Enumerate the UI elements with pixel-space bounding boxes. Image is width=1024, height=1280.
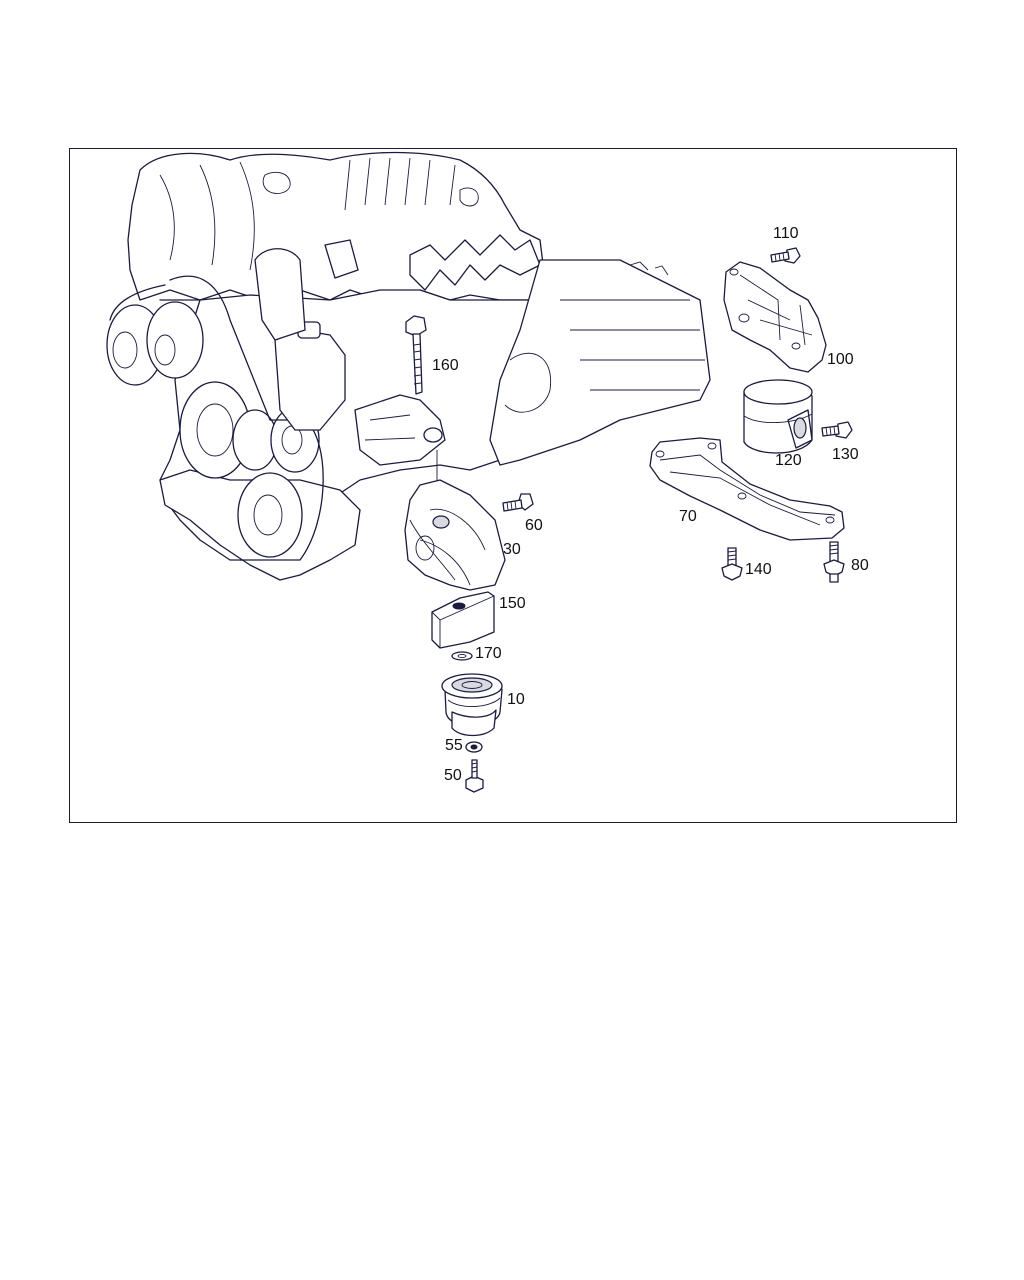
callout-120[interactable]: 120 (775, 452, 802, 469)
callout-170[interactable]: 170 (475, 645, 502, 662)
callout-80[interactable]: 80 (851, 557, 869, 574)
part-30-mount-bracket (404, 450, 506, 591)
part-150-buffer (431, 591, 495, 649)
part-140-stud (721, 547, 743, 581)
part-55-washer (465, 741, 483, 753)
part-70-crossmember (649, 437, 845, 541)
callout-10[interactable]: 10 (507, 691, 525, 708)
part-130-bolt (821, 421, 853, 439)
part-50-bolt (465, 759, 484, 793)
callout-160[interactable]: 160 (432, 357, 459, 374)
part-110-bolt (770, 247, 801, 264)
part-160-bolt (405, 315, 427, 395)
part-10-engine-mount (441, 673, 503, 737)
callout-140[interactable]: 140 (745, 561, 772, 578)
callout-130[interactable]: 130 (832, 446, 859, 463)
engine-assembly (106, 151, 711, 581)
callout-60[interactable]: 60 (525, 517, 543, 534)
callout-55[interactable]: 55 (445, 737, 463, 754)
part-170-washer (451, 651, 473, 661)
callout-100[interactable]: 100 (827, 351, 854, 368)
part-120-trans-mount (743, 379, 813, 454)
callout-150[interactable]: 150 (499, 595, 526, 612)
callout-110[interactable]: 110 (773, 225, 799, 242)
part-60-bolt (502, 493, 534, 512)
part-80-stud (823, 541, 845, 583)
callout-70[interactable]: 70 (679, 508, 697, 525)
diagram-frame (69, 148, 957, 823)
part-100-bracket (723, 261, 827, 373)
callout-30[interactable]: 30 (503, 541, 521, 558)
callout-50[interactable]: 50 (444, 767, 462, 784)
